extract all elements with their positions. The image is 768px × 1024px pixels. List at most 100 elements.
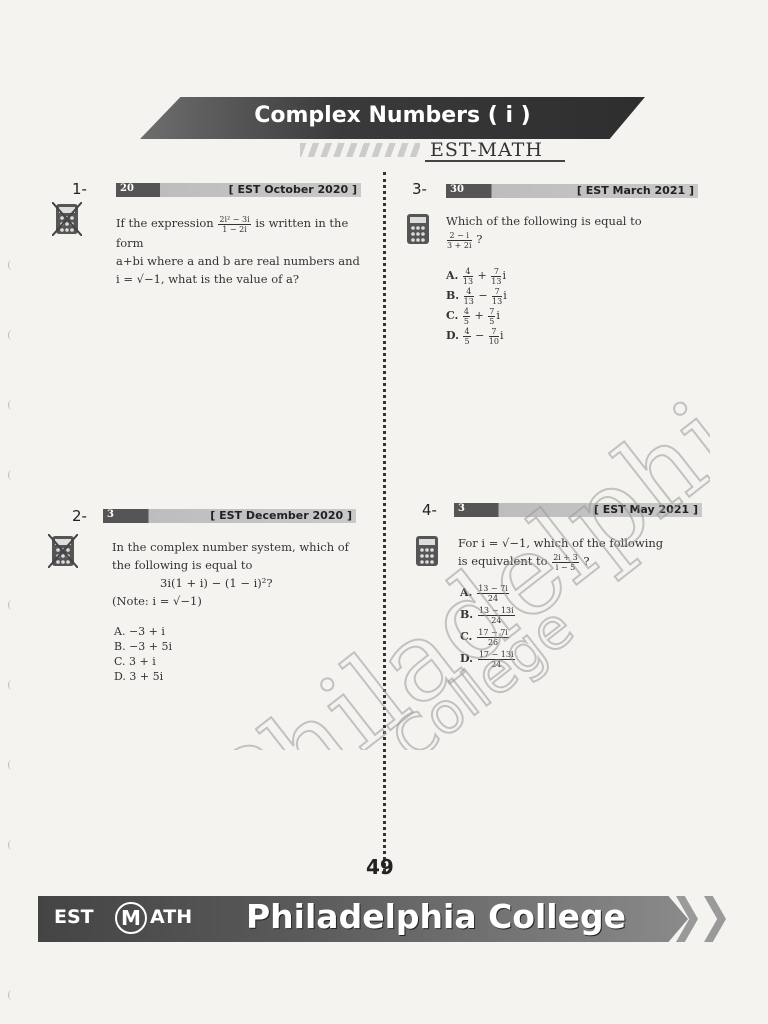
imaginary-unit: i [502, 269, 506, 282]
option-letter: A. [460, 586, 477, 599]
binder-mark [8, 840, 15, 850]
question-source: [ EST May 2021 ] [593, 503, 698, 516]
answer-option: D. 3 + 5i [114, 669, 234, 684]
binder-mark [8, 760, 15, 770]
question-source: [ EST March 2021 ] [576, 184, 694, 197]
option-letter: B. [446, 289, 460, 302]
fraction-denominator: 24 [491, 615, 502, 625]
fraction-numerator: 4 [462, 306, 470, 317]
question-badge: 3 [107, 509, 114, 520]
option-letter: C. [460, 630, 477, 643]
imaginary-unit: i [496, 309, 500, 322]
fraction-denominator: 13 [463, 296, 474, 306]
question-number: 4- [422, 501, 437, 519]
fraction-denominator: 13 [491, 276, 502, 286]
fraction-denominator: 10 [488, 336, 499, 346]
operator: + [474, 269, 491, 282]
operator: − [471, 329, 488, 342]
fraction-denominator: 5 [489, 316, 495, 326]
option-letter: B. [114, 640, 130, 653]
option-letter: C. [446, 309, 459, 322]
fraction-numerator: 17 − 7i [477, 627, 509, 638]
binder-mark [8, 680, 15, 690]
question-badge: 3 [458, 503, 465, 514]
question-header-bar: 3 [ EST May 2021 ] [454, 503, 702, 517]
fraction-numerator: 7 [492, 287, 503, 297]
calculator-icon [407, 214, 429, 244]
footer-ath: ATH [150, 906, 193, 928]
fraction-denominator: 24 [491, 659, 502, 669]
answer-option: A. −3 + i [114, 624, 234, 639]
option-letter: B. [460, 608, 477, 621]
option-letter: A. [114, 625, 129, 638]
fraction-numerator: 13 − 7i [477, 583, 509, 594]
fraction-denominator: 13 [462, 276, 474, 286]
fraction-numerator: 7 [488, 306, 496, 317]
option-letter: A. [446, 269, 459, 282]
page-title: Complex Numbers ( i ) [254, 103, 531, 128]
binder-mark [8, 330, 15, 340]
binder-mark [8, 990, 15, 1000]
question-number: 3- [412, 180, 427, 198]
question-header-bar: 3 [ EST December 2020 ] [103, 509, 356, 523]
question-badge: 30 [450, 184, 464, 195]
question-text: Which of the following is equal to 2 − i… [446, 214, 642, 250]
fraction-numerator: 7 [488, 327, 499, 337]
fraction-denominator: 5 [464, 336, 470, 346]
answer-option: C. 3 + i [114, 654, 234, 669]
footer-m-logo: M [115, 902, 147, 934]
fraction-denominator: 13 [492, 296, 503, 306]
option-letter: D. [460, 652, 477, 665]
fraction-numerator: 4 [462, 267, 474, 277]
question-source: [ EST October 2020 ] [228, 183, 357, 196]
binder-mark [8, 600, 15, 610]
fraction-numerator: 17 − 13i [477, 649, 515, 660]
column-divider [383, 172, 386, 872]
page-number: 49 [366, 855, 394, 879]
question-number: 2- [72, 507, 87, 525]
binder-mark [8, 400, 15, 410]
chevron-right-icon [704, 896, 726, 942]
imaginary-unit: i [499, 329, 504, 342]
calculator-crossed-icon [52, 202, 82, 236]
fraction-denominator: 26 [487, 637, 499, 647]
calculator-crossed-icon [48, 534, 78, 568]
question-header-bar: 20 [ EST October 2020 ] [116, 183, 361, 197]
footer-est: EST [54, 906, 94, 928]
page-subtitle: EST-MATH [430, 139, 543, 161]
fraction-numerator: 4 [463, 326, 471, 337]
option-letter: D. [114, 670, 130, 683]
question-source: [ EST December 2020 ] [210, 509, 352, 522]
fraction-numerator: 7 [491, 267, 502, 277]
footer-college-name: Philadelphia College [246, 897, 626, 936]
decorative-stripe [300, 143, 420, 157]
option-letter: C. [114, 655, 130, 668]
imaginary-unit: i [503, 289, 507, 302]
option-value: 3 + 5i [129, 670, 164, 683]
fraction-denominator: 24 [487, 593, 499, 603]
option-value: 3 + i [129, 655, 156, 668]
answer-option: B. −3 + 5i [114, 639, 234, 654]
calculator-icon [416, 536, 438, 566]
operator: − [474, 289, 492, 302]
option-value: −3 + 5i [129, 640, 173, 653]
